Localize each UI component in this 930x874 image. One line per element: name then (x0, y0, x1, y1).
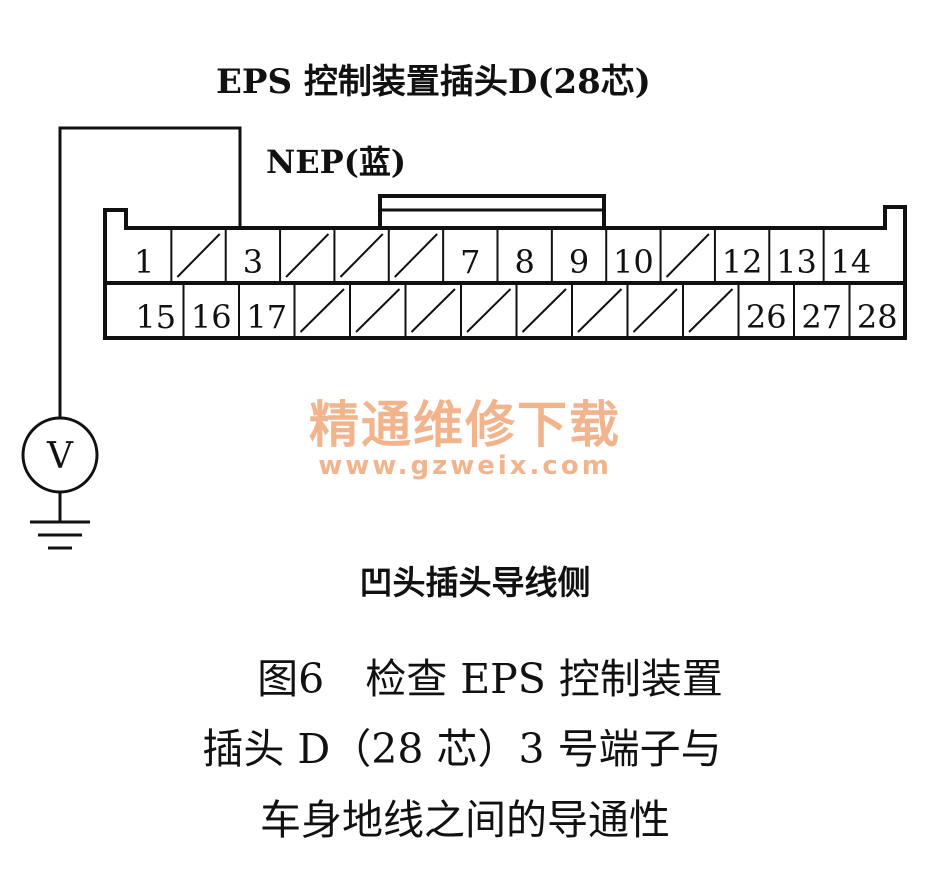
side-label: 凹头插头导线侧 (360, 563, 591, 602)
voltmeter-symbol: V (46, 436, 74, 477)
terminal-1-label: 1 (134, 243, 154, 281)
watermark-url: www.gzweix.com (318, 451, 612, 481)
caption-line-1: 图6 检查 EPS 控制装置 (257, 655, 723, 703)
caption-line-2: 插头 D（28 芯）3 号端子与 (202, 725, 721, 773)
terminal-17-label: 17 (246, 298, 287, 336)
terminal-12-label: 12 (722, 243, 763, 281)
unused-terminal-slash (285, 233, 330, 278)
terminal-3-label: 3 (243, 243, 263, 281)
unused-terminal-slash (339, 233, 384, 278)
unused-terminal-slash (410, 288, 456, 333)
caption-line-3: 车身地线之间的导通性 (260, 796, 670, 844)
unused-terminal-slash (521, 288, 567, 333)
wire-label: NEP(蓝) (266, 143, 406, 181)
unused-terminal-slash (665, 233, 710, 278)
terminal-14-label: 14 (830, 243, 871, 281)
terminal-27-label: 27 (801, 298, 842, 336)
connector-row-2: 15 16 17 26 27 28 (135, 283, 898, 338)
unused-terminal-slash (688, 288, 734, 333)
connector-outline (103, 205, 907, 340)
test-wire (58, 126, 242, 418)
unused-terminal-slash (632, 288, 678, 333)
unused-terminal-slash (466, 288, 512, 333)
terminal-10-label: 10 (613, 243, 654, 281)
terminal-13-label: 13 (776, 243, 817, 281)
terminal-9-label: 9 (569, 243, 589, 281)
terminal-15-label: 15 (135, 298, 176, 336)
terminal-7-label: 7 (460, 243, 480, 281)
unused-terminal-slash (299, 288, 345, 333)
unused-terminal-slash (577, 288, 623, 333)
terminal-16-label: 16 (191, 298, 232, 336)
ground-icon (30, 492, 90, 550)
unused-terminal-slash (355, 288, 401, 333)
unused-terminal-slash (394, 233, 438, 278)
terminal-8-label: 8 (514, 243, 534, 281)
connector-title: EPS 控制装置插头D(28芯) (216, 62, 651, 102)
unused-terminal-slash (176, 233, 221, 278)
watermark-title: 精通维修下载 (309, 396, 621, 454)
terminal-26-label: 26 (746, 298, 787, 336)
terminal-28-label: 28 (857, 298, 898, 336)
connector-key-tab (378, 194, 606, 230)
